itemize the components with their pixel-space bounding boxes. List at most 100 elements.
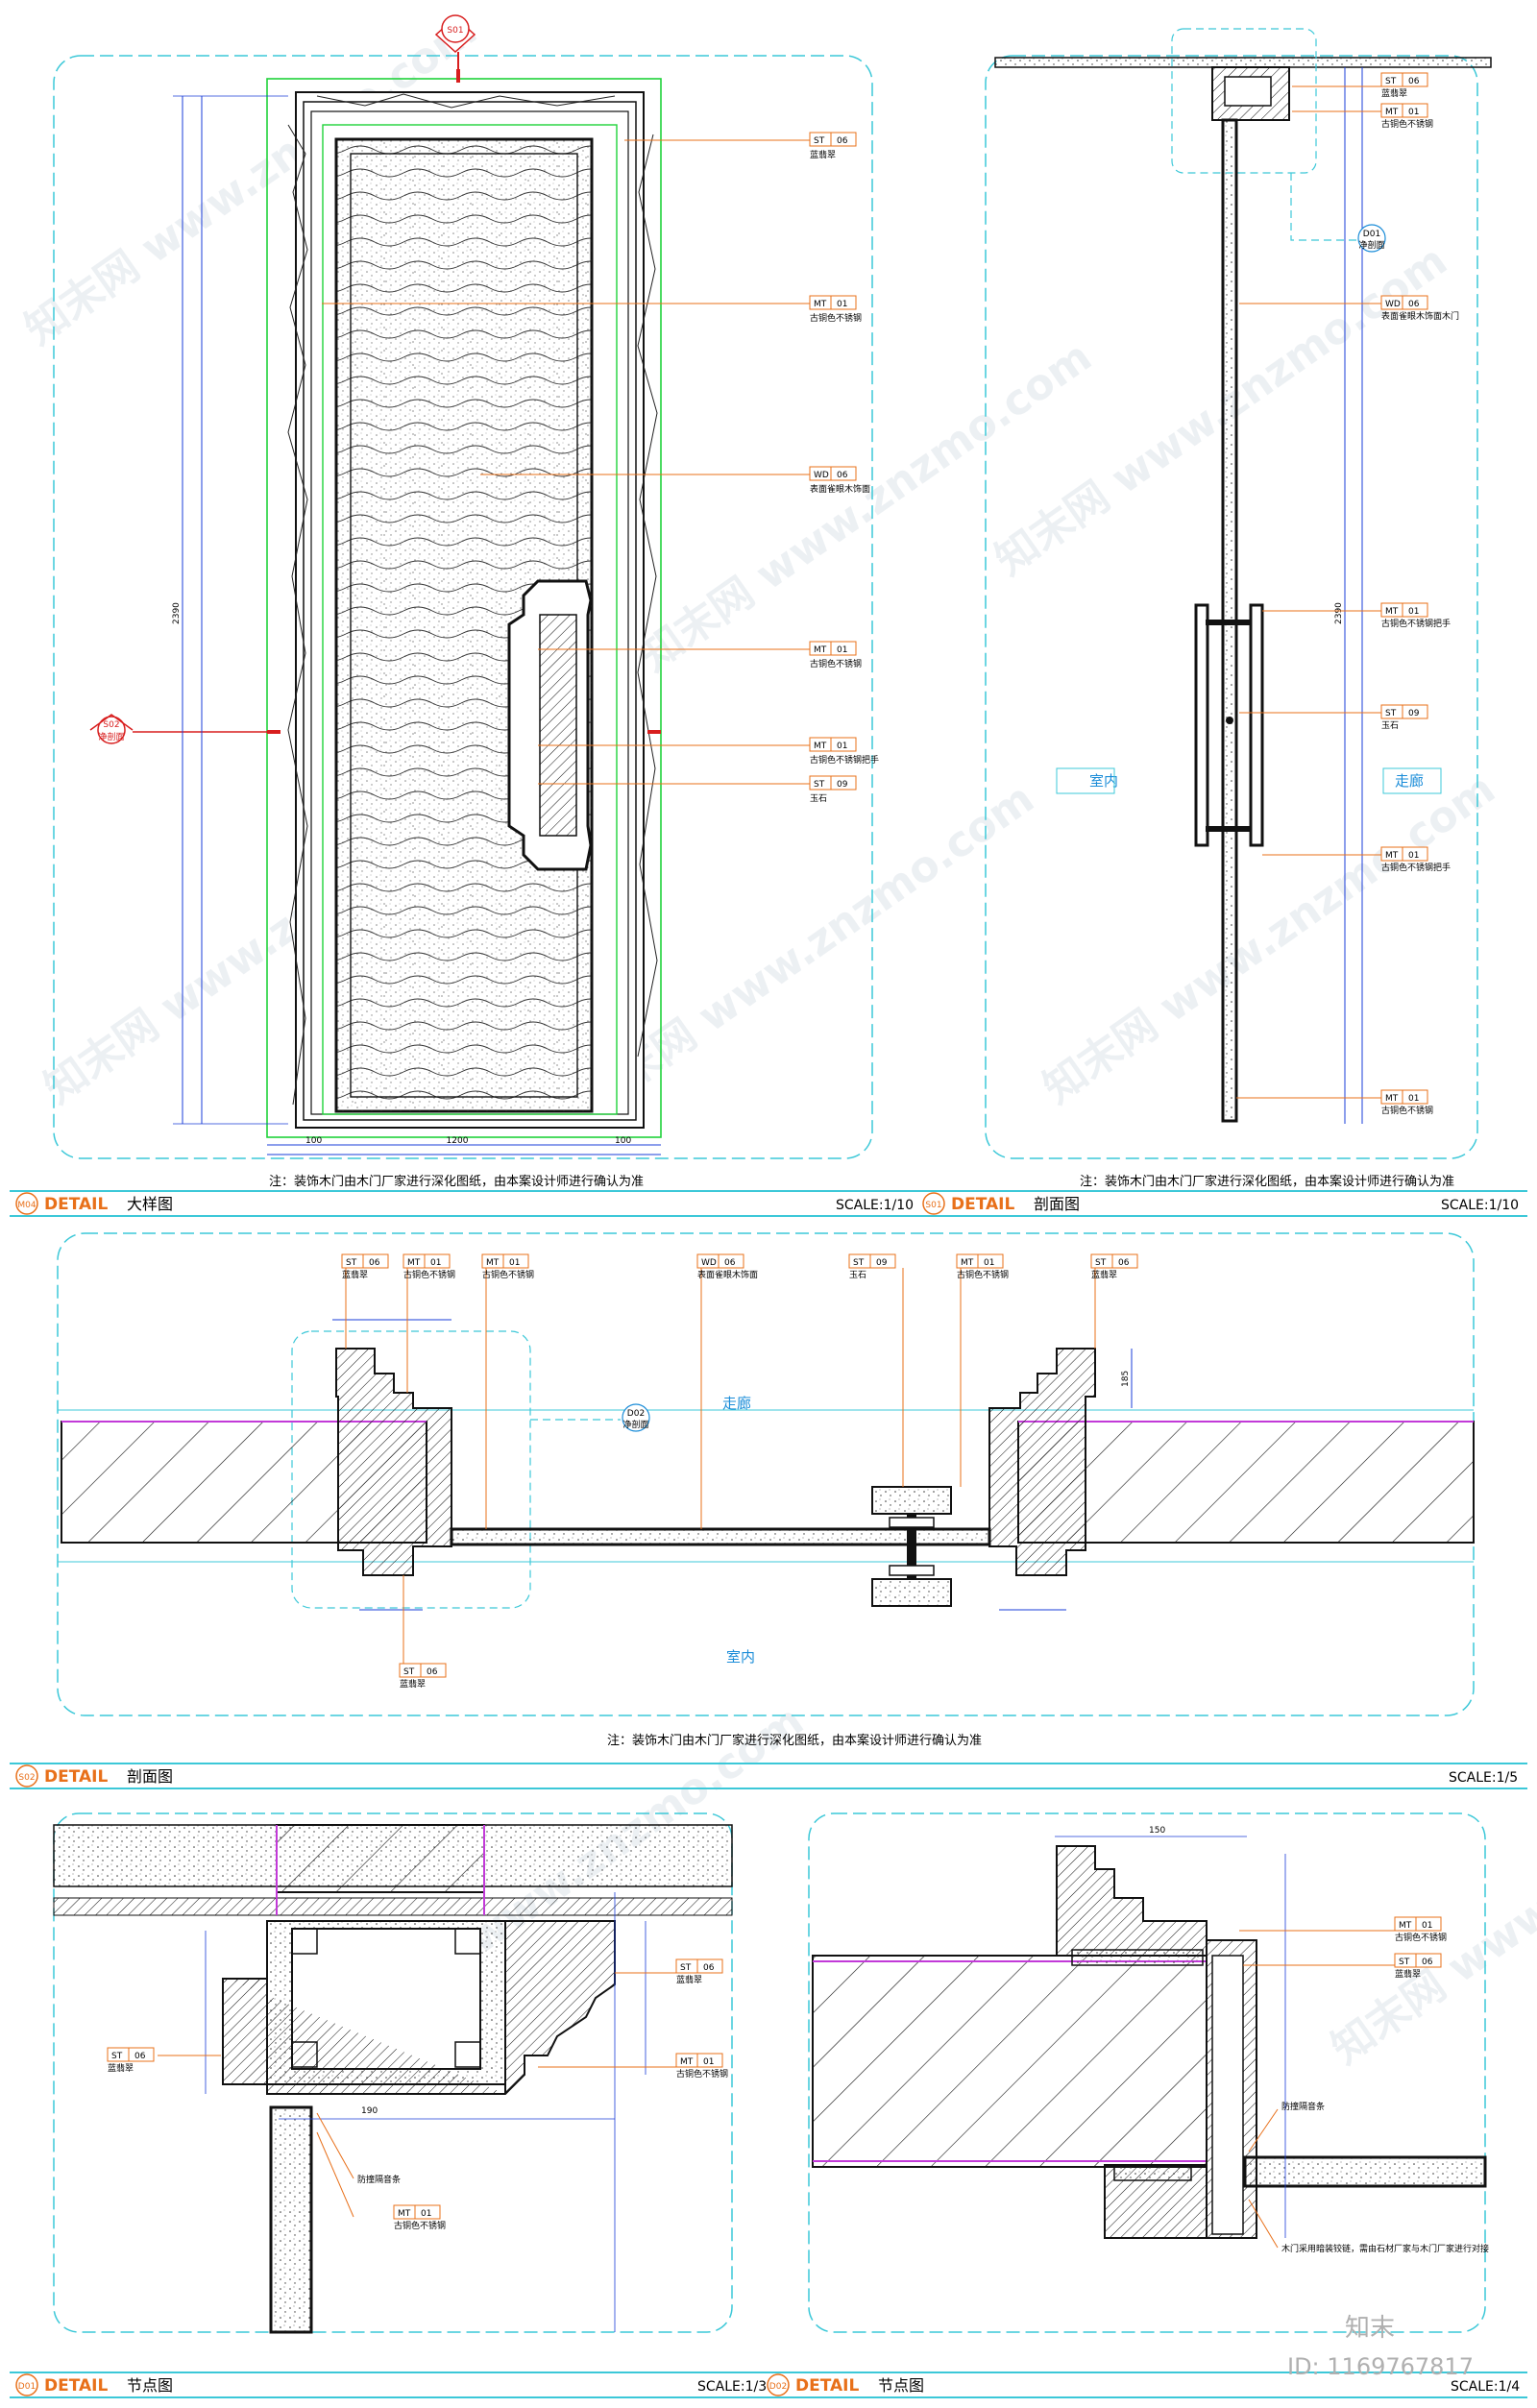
zone-indoor-s02: 室内 bbox=[726, 1648, 755, 1666]
frame-left bbox=[335, 1348, 452, 1576]
panel-frame bbox=[985, 55, 1478, 1159]
zone-corridor-s02: 走廊 bbox=[722, 1395, 751, 1412]
title-bar-row2: S02 DETAIL 剖面图 SCALE:1/5 bbox=[10, 1763, 1527, 1789]
panel-frame bbox=[53, 1812, 733, 2333]
svg-text:06: 06 bbox=[837, 136, 848, 146]
tag-mt01-m04a: MT 01 古铜色不锈钢 bbox=[809, 295, 862, 324]
svg-text:06: 06 bbox=[427, 1667, 438, 1677]
tag-st06-s02c: ST 06 蓝翡翠 bbox=[399, 1663, 447, 1690]
svg-text:01: 01 bbox=[837, 300, 847, 309]
zone-corridor-s01: 走廊 bbox=[1395, 772, 1424, 790]
svg-text:古铜色不锈钢: 古铜色不锈钢 bbox=[394, 2220, 446, 2231]
svg-text:09: 09 bbox=[876, 1258, 888, 1268]
svg-text:MT: MT bbox=[486, 1258, 500, 1268]
svg-text:ST: ST bbox=[1385, 77, 1397, 86]
watermark-2: 知末网 www.znzmo.com bbox=[631, 332, 1101, 681]
svg-text:SCALE:1/4: SCALE:1/4 bbox=[1451, 2379, 1520, 2395]
svg-text:D01: D01 bbox=[1363, 230, 1380, 239]
dim-height: 2390 bbox=[172, 602, 182, 624]
svg-text:S01: S01 bbox=[925, 1201, 941, 1210]
svg-text:ST: ST bbox=[1095, 1258, 1107, 1268]
svg-text:大样图: 大样图 bbox=[127, 1195, 173, 1213]
svg-text:净剖面: 净剖面 bbox=[622, 1419, 648, 1430]
svg-text:ST: ST bbox=[346, 1258, 357, 1268]
svg-text:蓝翡翠: 蓝翡翠 bbox=[400, 1678, 426, 1690]
svg-text:玉石: 玉石 bbox=[849, 1270, 866, 1280]
panel-m04: S01 S02 净剖面 2390 100 1200 100 bbox=[53, 14, 879, 1189]
title-d02: D02 DETAIL 节点图 SCALE:1/4 bbox=[767, 2373, 1520, 2396]
title-bar-row3: D01 DETAIL 节点图 SCALE:1/3 D02 DETAIL 节点图 … bbox=[10, 2372, 1527, 2398]
tag-wd06-m04: WD 06 表面雀眼木饰面 bbox=[809, 466, 870, 495]
svg-text:01: 01 bbox=[1408, 851, 1419, 861]
svg-text:DETAIL: DETAIL bbox=[44, 1767, 108, 1787]
svg-text:06: 06 bbox=[724, 1258, 736, 1268]
svg-text:ST: ST bbox=[814, 780, 825, 790]
brand-id: ID: 1169767817 bbox=[1287, 2353, 1474, 2380]
svg-text:DETAIL: DETAIL bbox=[795, 2376, 859, 2396]
svg-text:古铜色不锈钢: 古铜色不锈钢 bbox=[957, 1269, 1009, 1280]
wall-d02 bbox=[812, 1955, 1208, 2168]
svg-text:ST: ST bbox=[403, 1667, 415, 1677]
svg-text:01: 01 bbox=[1408, 607, 1419, 617]
svg-text:06: 06 bbox=[1422, 1958, 1433, 1967]
svg-text:06: 06 bbox=[369, 1258, 380, 1268]
svg-text:蓝翡翠: 蓝翡翠 bbox=[810, 149, 836, 160]
title-m04: M04 DETAIL 大样图 SCALE:1/10 bbox=[15, 1192, 914, 1215]
title-bar-row1: M04 DETAIL 大样图 SCALE:1/10 S01 DETAIL 剖面图… bbox=[10, 1190, 1527, 1217]
svg-text:MT: MT bbox=[1399, 1921, 1412, 1931]
svg-text:WD: WD bbox=[701, 1258, 717, 1268]
svg-text:MT: MT bbox=[814, 300, 827, 309]
svg-text:古铜色不锈钢把手: 古铜色不锈钢把手 bbox=[1381, 618, 1451, 629]
svg-text:MT: MT bbox=[1385, 1094, 1399, 1104]
svg-text:DETAIL: DETAIL bbox=[44, 1195, 108, 1214]
svg-text:01: 01 bbox=[1422, 1921, 1432, 1931]
s01-note: 注：装饰木门由木门厂家进行深化图纸，由本案设计师进行确认为准 bbox=[1080, 1174, 1454, 1189]
door-leaf-node bbox=[269, 2105, 313, 2334]
svg-text:蓝翡翠: 蓝翡翠 bbox=[1091, 1269, 1117, 1280]
svg-text:古铜色不锈钢: 古铜色不锈钢 bbox=[1381, 1105, 1433, 1116]
svg-text:古铜色不锈钢: 古铜色不锈钢 bbox=[810, 312, 862, 324]
svg-text:01: 01 bbox=[703, 2057, 714, 2067]
dim-s01-height: 2390 bbox=[1334, 602, 1344, 624]
svg-text:蓝翡翠: 蓝翡翠 bbox=[1395, 1968, 1421, 1980]
callout-s01[interactable]: S01 bbox=[434, 14, 476, 77]
tag-mt01-handle-s01a: MT 01 古铜色不锈钢把手 bbox=[1380, 602, 1451, 629]
svg-text:蓝翡翠: 蓝翡翠 bbox=[108, 2062, 134, 2074]
svg-text:WD: WD bbox=[1385, 300, 1401, 309]
callout-s02[interactable]: S02 净剖面 bbox=[89, 714, 267, 744]
callout-d02[interactable]: D02 净剖面 bbox=[530, 1403, 650, 1432]
svg-text:MT: MT bbox=[1385, 607, 1399, 617]
svg-text:古铜色不锈钢: 古铜色不锈钢 bbox=[810, 658, 862, 669]
svg-text:表面雀眼木饰面: 表面雀眼木饰面 bbox=[810, 483, 870, 495]
svg-text:MT: MT bbox=[407, 1258, 421, 1268]
callout-d01[interactable]: D01 净剖面 bbox=[1290, 173, 1386, 253]
svg-text:SCALE:1/10: SCALE:1/10 bbox=[1441, 1198, 1519, 1213]
svg-text:06: 06 bbox=[134, 2052, 146, 2061]
svg-text:ST: ST bbox=[1385, 709, 1397, 718]
svg-text:06: 06 bbox=[1408, 77, 1420, 86]
panel-frame bbox=[53, 55, 873, 1159]
svg-text:D02: D02 bbox=[627, 1409, 645, 1419]
svg-text:06: 06 bbox=[837, 471, 848, 480]
svg-text:01: 01 bbox=[430, 1258, 441, 1268]
svg-text:WD: WD bbox=[814, 471, 829, 480]
m04-leaders bbox=[322, 139, 810, 785]
svg-text:古铜色不锈钢: 古铜色不锈钢 bbox=[482, 1269, 534, 1280]
zone-indoor-s01: 室内 bbox=[1089, 772, 1118, 790]
title-s02: S02 DETAIL 剖面图 SCALE:1/5 bbox=[15, 1764, 1518, 1788]
svg-text:DETAIL: DETAIL bbox=[44, 2376, 108, 2396]
svg-text:M04: M04 bbox=[17, 1201, 36, 1210]
door-outline bbox=[266, 78, 662, 1138]
